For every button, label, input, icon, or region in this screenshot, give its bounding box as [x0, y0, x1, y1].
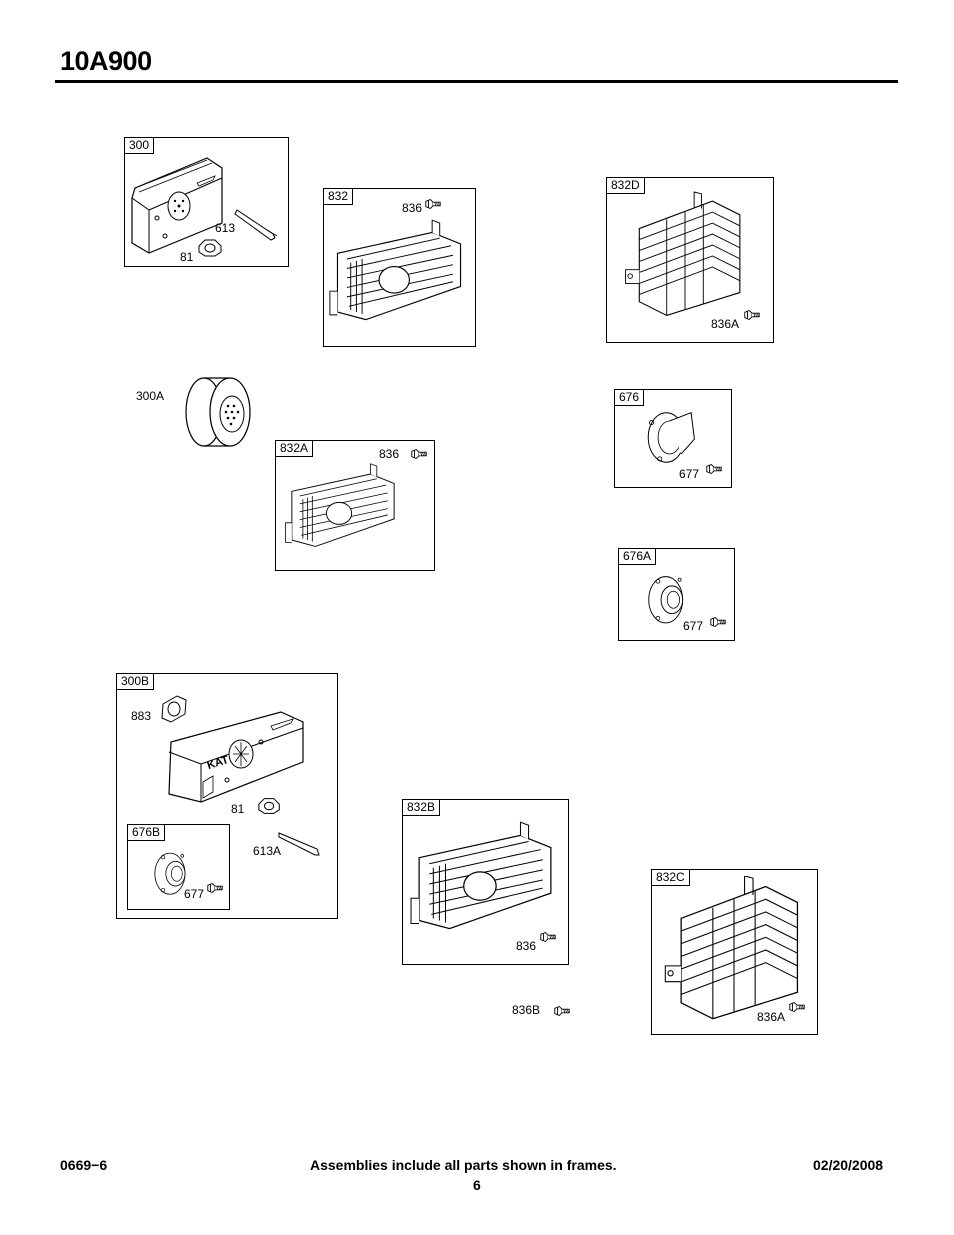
footer-code: 0669−6 [60, 1157, 108, 1173]
callout-836: 836 [379, 447, 400, 461]
round-muffler-drawing [178, 374, 254, 452]
callout-836A: 836A [757, 1010, 786, 1024]
frame-tag-832B: 832B [403, 800, 441, 816]
screw-icon [789, 1002, 805, 1012]
callout-613A: 613A [253, 844, 282, 858]
callout-613: 613 [215, 221, 236, 235]
frame-676[interactable]: 676 677 [614, 389, 732, 488]
frame-tag-300: 300 [125, 138, 155, 154]
frame-tag-832A: 832A [276, 441, 314, 457]
screw-icon [554, 1006, 570, 1016]
callout-677: 677 [679, 467, 700, 481]
catalytic-muffler-drawing [161, 702, 311, 807]
callout-883: 883 [131, 709, 152, 723]
frame-300[interactable]: 300 613 81 [124, 137, 289, 267]
frame-300B[interactable]: 300B 883 KAT 81 613A 676B 677 [116, 673, 338, 919]
screw-icon [706, 464, 722, 474]
gasket-drawing [159, 694, 189, 724]
callout-836: 836 [402, 201, 423, 215]
frame-tag-676A: 676A [619, 549, 657, 565]
frame-832C[interactable]: 832C 836A [651, 869, 818, 1035]
screw-icon [540, 932, 556, 942]
frame-tag-832D: 832D [607, 178, 645, 194]
muffler-drawing [127, 148, 237, 258]
callout-300A: 300A [136, 389, 165, 403]
page-number: 6 [473, 1177, 481, 1193]
nut-drawing [257, 796, 283, 816]
footer-date: 02/20/2008 [813, 1157, 884, 1173]
screw-icon [411, 449, 427, 459]
frame-tag-832C: 832C [652, 870, 690, 886]
frame-676A[interactable]: 676A 677 [618, 548, 735, 641]
callout-836: 836 [516, 939, 537, 953]
callout-677: 677 [184, 887, 205, 901]
stud-drawing [277, 829, 325, 859]
callout-81: 81 [180, 250, 194, 264]
screw-icon [744, 310, 760, 320]
muffler-guard-drawing [329, 219, 462, 321]
deflector-drawing [647, 412, 695, 463]
muffler-guard-drawing [285, 463, 395, 547]
screw-icon [710, 617, 726, 627]
callout-836A: 836A [711, 317, 740, 331]
callout-677: 677 [683, 619, 704, 633]
muffler-guard-drawing [410, 821, 552, 930]
frame-tag-676B: 676B [128, 825, 166, 841]
footer-note: Assemblies include all parts shown in fr… [310, 1157, 617, 1173]
screw-icon [425, 199, 441, 209]
frame-832B[interactable]: 832B 836 [402, 799, 569, 965]
screw-icon [207, 883, 223, 893]
frame-832D[interactable]: 832D 836A [606, 177, 774, 343]
frame-832[interactable]: 832 836 [323, 188, 476, 347]
page-title: 10A900 [60, 46, 152, 76]
callout-836B: 836B [512, 1003, 541, 1017]
wire-guard-drawing [664, 876, 799, 1020]
stud-drawing [233, 206, 283, 242]
frame-tag-832: 832 [324, 189, 354, 205]
title-rule [55, 80, 898, 83]
frame-832A[interactable]: 832A 836 [275, 440, 435, 571]
frame-676B[interactable]: 676B 677 [127, 824, 230, 910]
wire-guard-drawing [624, 191, 741, 317]
nut-drawing [197, 238, 225, 258]
frame-tag-676: 676 [615, 390, 645, 406]
callout-81: 81 [231, 802, 245, 816]
frame-tag-300B: 300B [117, 674, 155, 690]
